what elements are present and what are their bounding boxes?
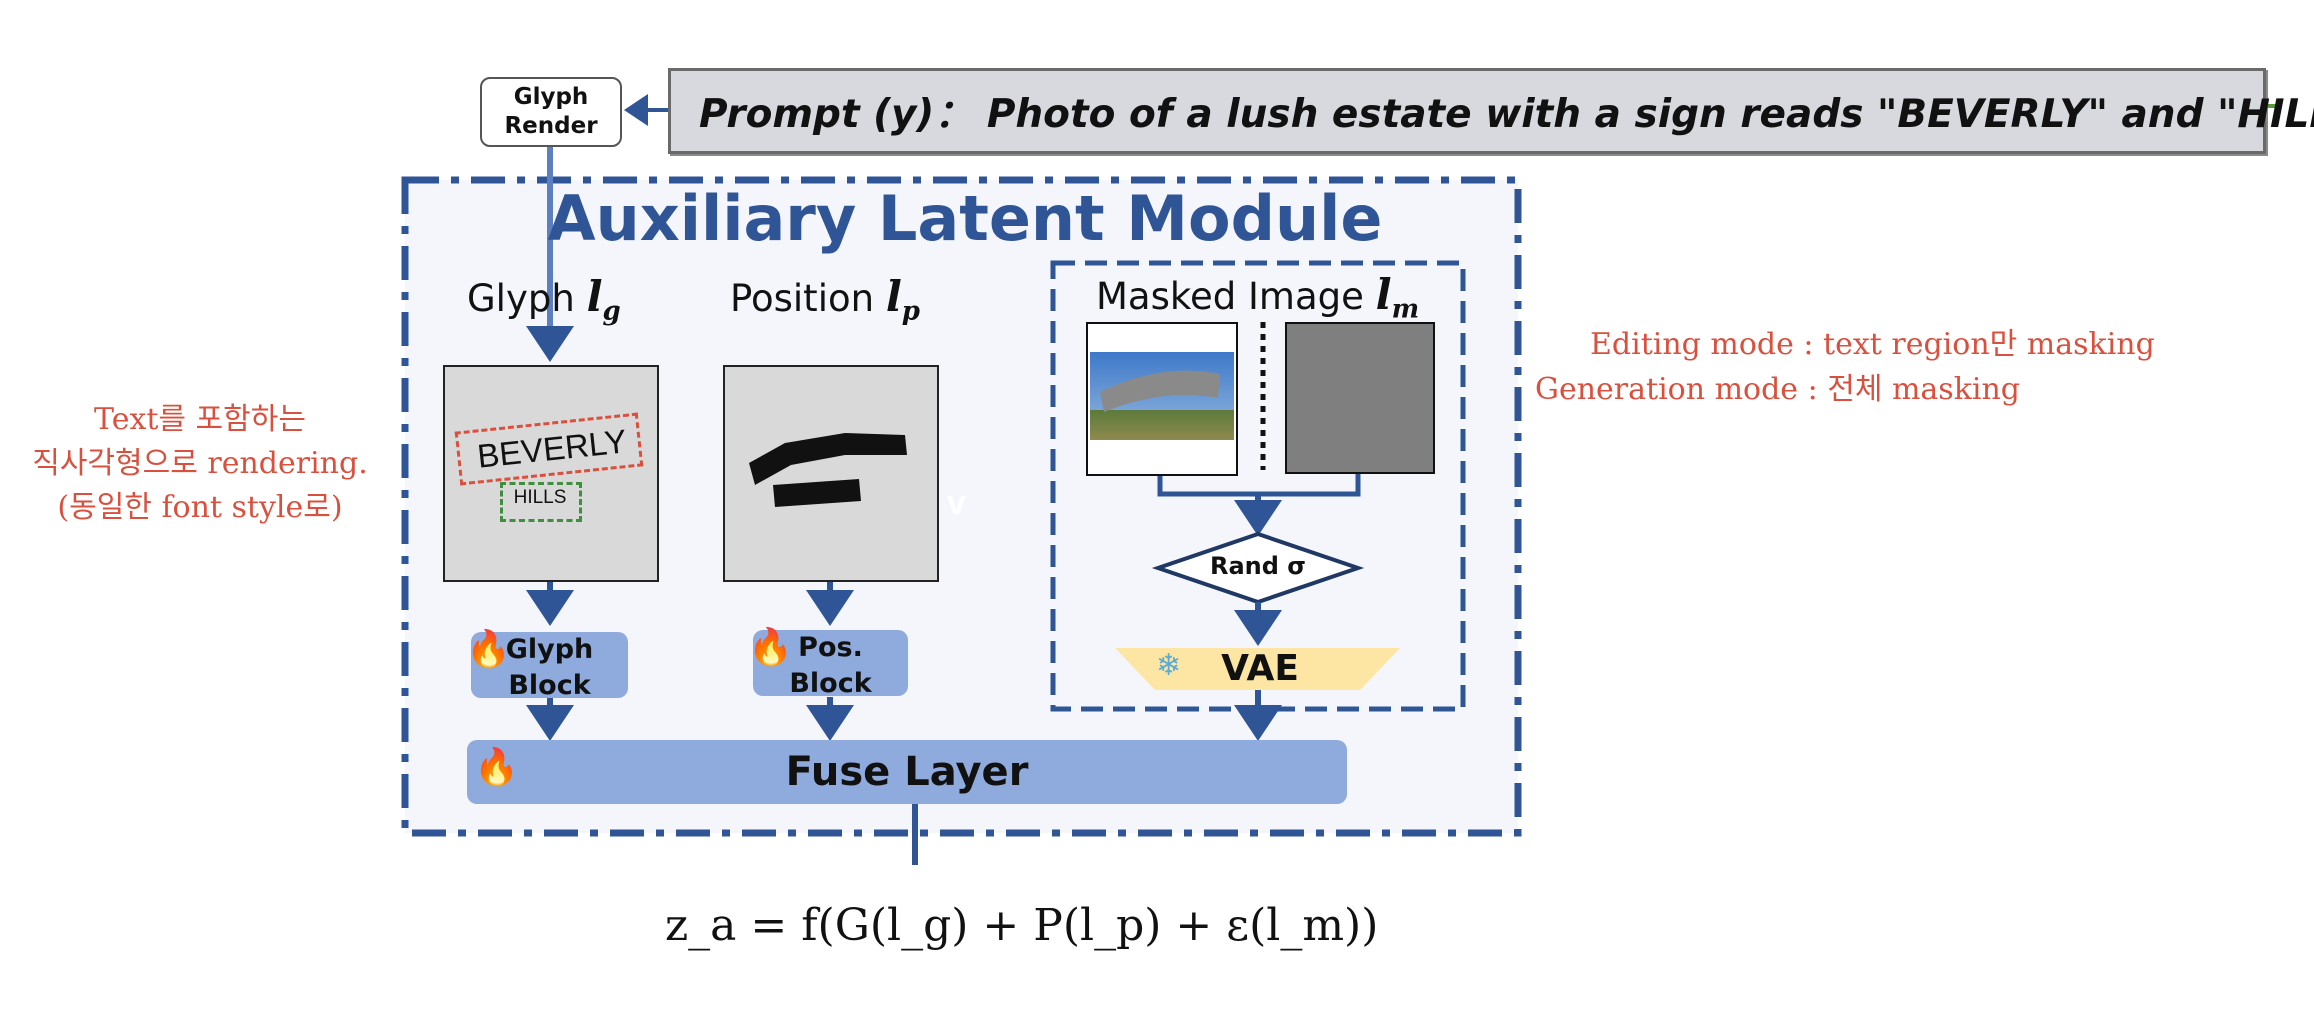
hills-text: HILLS [513,487,567,508]
right-annotation-line1: Editing mode : text region만 masking [1590,327,2155,362]
glyph-block-line2: Block [508,670,591,701]
fuse-layer: Fuse Layer [467,740,1347,804]
position-mask-panel [723,365,939,582]
position-column-title: Position lp [730,272,920,326]
position-mask-shapes [749,433,907,507]
position-symbol: l [885,272,902,321]
glyph-image-panel: BEVERLY HILLS [443,365,659,582]
left-annotation-line1: Text를 포함하는 [94,402,306,437]
right-annotation-line2: Generation mode : 전체 masking [1535,372,2020,407]
glyph-column-title: Glyph lg [467,272,621,326]
snowflake-icon: ❄ [1156,648,1182,683]
masked-symbol: l [1375,270,1392,319]
glyph-render-box: Glyph Render [480,77,622,147]
photo-ground [1090,410,1234,440]
photo-mask-arc [1100,370,1220,412]
masked-title-text: Masked Image [1096,275,1364,318]
glyph-block-line1: Glyph [505,634,594,665]
vae-label: VAE [1221,648,1299,689]
masked-column-title: Masked Image lm [1096,270,1419,324]
fire-icon: 🔥 [466,629,511,670]
glyph-symbol: l [586,272,603,321]
glyph-render-line1: Glyph [513,84,589,110]
rand-sigma-label: Rand σ [1210,552,1306,580]
glyph-render-line2: Render [504,113,598,139]
hills-dashed-box [500,482,582,522]
fuse-layer-label: Fuse Layer [785,749,1029,795]
fire-icon: 🔥 [748,627,793,668]
prompt-box: Prompt (y)： Photo of a lush estate with … [668,68,2314,154]
stray-letter: v [947,484,966,522]
left-annotation-line3: (동일한 font style로) [57,490,343,525]
position-title-text: Position [730,277,875,320]
left-annotation: Text를 포함하는 직사각형으로 rendering. (동일한 font s… [0,398,400,530]
pos-block: Pos. Block [753,630,908,699]
left-annotation-line2: 직사각형으로 rendering. [32,446,368,481]
latent-formula: z_a = f(G(l_g) + P(l_p) + ε(l_m)) [665,900,1379,951]
right-annotation: Editing mode : text region만 masking Gene… [1535,322,2155,412]
glyph-block: Glyph Block [471,632,628,701]
vae-trapezoid [1115,648,1400,690]
pos-block-line1: Pos. [798,632,863,663]
masked-subscript: m [1391,294,1420,325]
fire-icon: 🔥 [474,747,519,788]
glyph-title-text: Glyph [467,277,575,320]
module-title: Auxiliary Latent Module [547,182,1383,255]
glyph-subscript: g [602,296,621,327]
position-subscript: p [901,296,920,327]
pos-block-line2: Block [789,668,872,699]
fully-masked-image [1285,322,1435,474]
prompt-text: Prompt (y)： Photo of a lush estate with … [699,92,2314,137]
masked-photo [1086,322,1238,476]
